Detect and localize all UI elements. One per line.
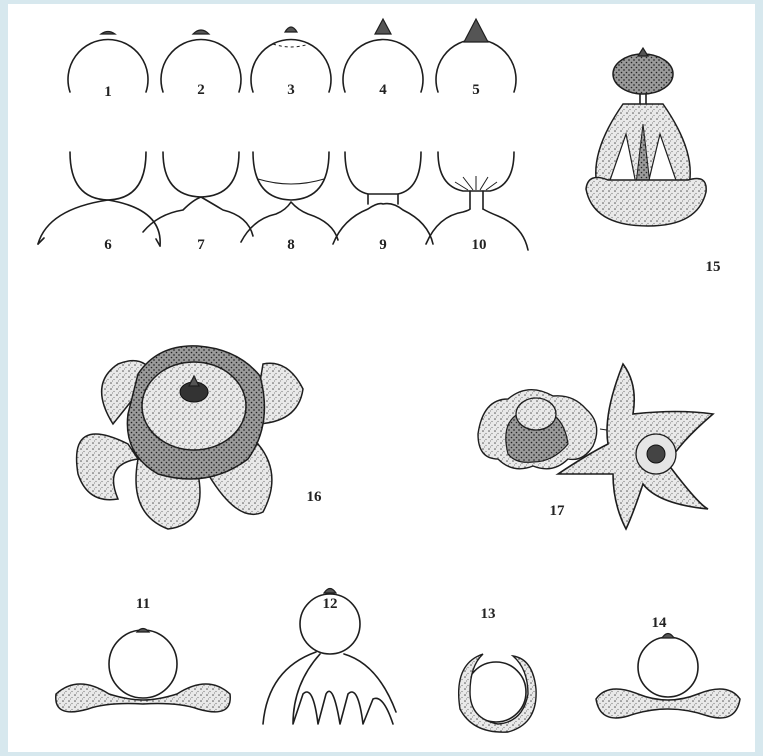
stage-label-11: 11 [136, 596, 150, 612]
stage-label-10: 10 [472, 237, 487, 253]
stage-10-drawing [426, 152, 528, 250]
stage-14-drawing [596, 634, 740, 718]
earthstar-development-diagram: 1 2 3 4 5 6 7 8 9 10 11 12 13 14 15 16 1… [8, 4, 755, 752]
stage-label-15: 15 [706, 259, 721, 275]
stage-label-1: 1 [104, 84, 112, 100]
stage-label-6: 6 [104, 237, 112, 253]
stage-label-4: 4 [379, 82, 387, 98]
stage-8-drawing [241, 152, 338, 242]
stage-label-2: 2 [197, 82, 205, 98]
stage-6-drawing [38, 152, 160, 246]
stage-17-drawing [478, 364, 713, 529]
stage-label-3: 3 [287, 82, 295, 98]
stage-16-drawing [77, 346, 303, 529]
stage-9-drawing [333, 152, 433, 244]
figure-panel: 1 2 3 4 5 6 7 8 9 10 11 12 13 14 15 16 1… [8, 4, 755, 752]
stage-label-5: 5 [472, 82, 480, 98]
stage-label-13: 13 [481, 606, 496, 622]
stage-label-7: 7 [197, 237, 205, 253]
stage-15-drawing [586, 48, 706, 226]
stage-13-drawing [459, 654, 536, 732]
stage-label-17: 17 [550, 503, 566, 519]
stage-label-16: 16 [307, 489, 323, 505]
stage-label-14: 14 [652, 615, 668, 631]
stage-1-drawing [68, 32, 148, 93]
stage-label-8: 8 [287, 237, 295, 253]
stage-label-9: 9 [379, 237, 387, 253]
stage-label-12: 12 [323, 596, 338, 612]
stage-11-drawing [56, 629, 230, 712]
stage-7-drawing [143, 152, 253, 236]
